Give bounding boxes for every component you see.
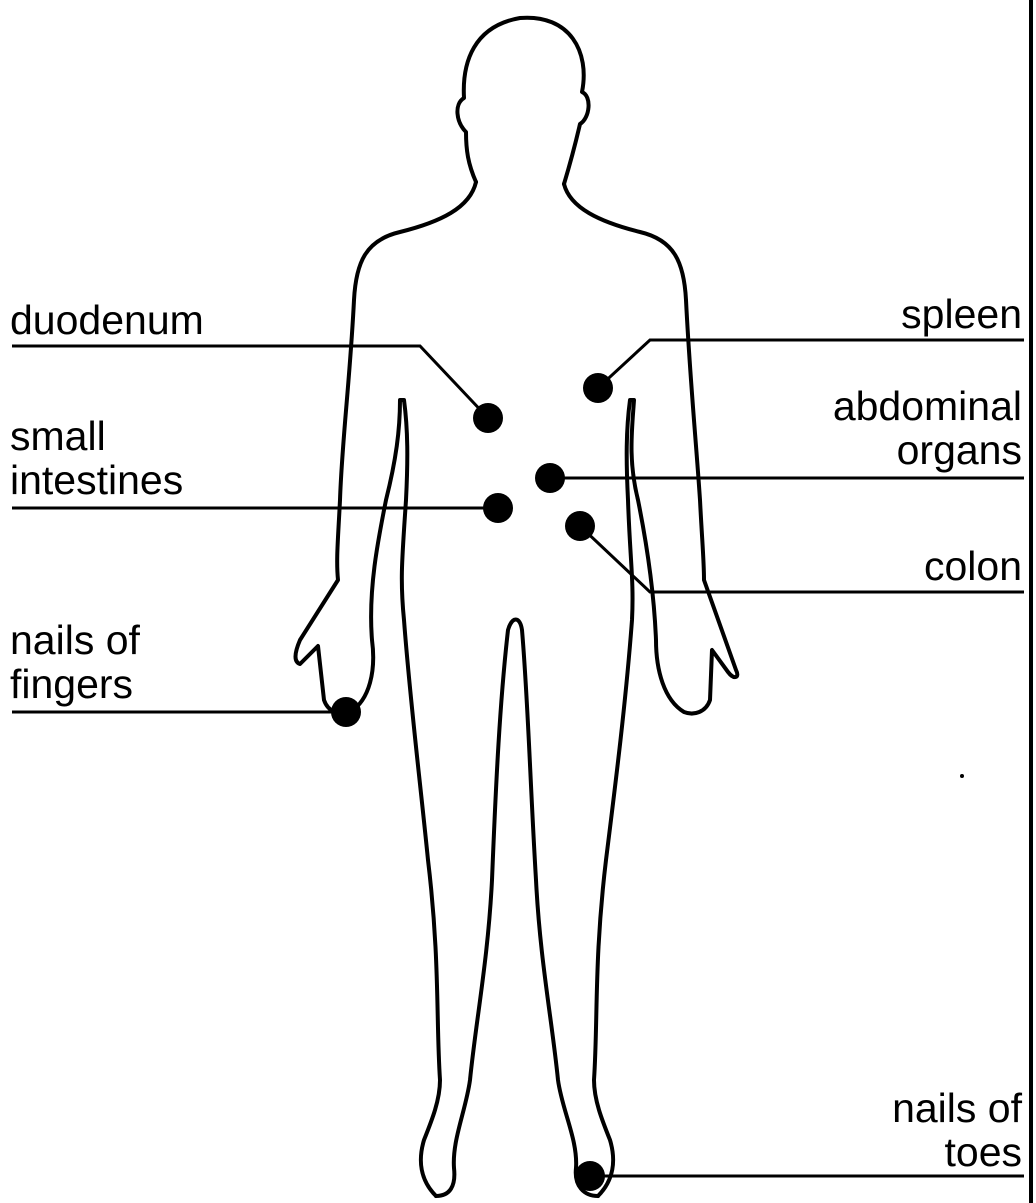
- leader-duodenum: [12, 346, 488, 418]
- marker-duodenum: [473, 403, 503, 433]
- body-outline: [296, 18, 738, 1196]
- label-spleen: spleen: [901, 292, 1022, 336]
- label-spleen-line1: spleen: [901, 292, 1022, 336]
- label-duodenum: duodenum: [10, 298, 204, 342]
- label-colon-line1: colon: [924, 544, 1022, 588]
- marker-spleen: [583, 373, 613, 403]
- label-small-intestines-line2: intestines: [10, 458, 183, 502]
- label-duodenum-line1: duodenum: [10, 298, 204, 342]
- label-nails-of-fingers: nails of fingers: [10, 618, 140, 706]
- marker-nails-of-toes: [575, 1161, 605, 1191]
- label-abdominal-organs-line2: organs: [833, 428, 1022, 472]
- label-nails-of-fingers-line1: nails of: [10, 618, 140, 662]
- label-nails-of-toes: nails of toes: [892, 1086, 1022, 1174]
- label-abdominal-organs: abdominal organs: [833, 384, 1022, 472]
- marker-nails-of-fingers: [331, 697, 361, 727]
- label-nails-of-toes-line2: toes: [892, 1130, 1022, 1174]
- marker-small-intestines: [483, 493, 513, 523]
- label-small-intestines: small intestines: [10, 414, 183, 502]
- label-colon: colon: [924, 544, 1022, 588]
- label-abdominal-organs-line1: abdominal: [833, 384, 1022, 428]
- speck: [960, 774, 964, 778]
- leader-spleen: [598, 340, 1024, 388]
- marker-colon: [565, 511, 595, 541]
- label-nails-of-fingers-line2: fingers: [10, 662, 140, 706]
- label-nails-of-toes-line1: nails of: [892, 1086, 1022, 1130]
- marker-abdominal-organs: [535, 463, 565, 493]
- label-small-intestines-line1: small: [10, 414, 183, 458]
